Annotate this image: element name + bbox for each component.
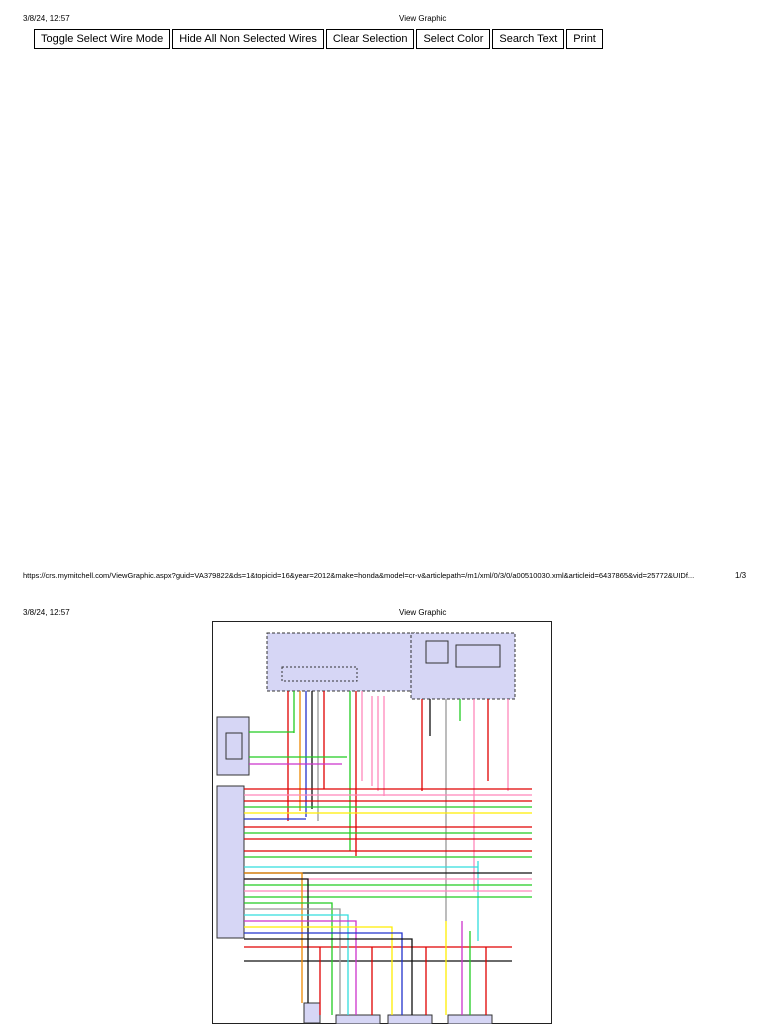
print-timestamp-page2: 3/8/24, 12:57 bbox=[23, 608, 70, 617]
wiring-diagram[interactable] bbox=[212, 621, 552, 1024]
switch-symbol bbox=[225, 732, 243, 760]
toggle-select-wire-mode-button[interactable]: Toggle Select Wire Mode bbox=[34, 29, 171, 49]
print-button[interactable]: Print bbox=[566, 29, 603, 49]
print-page-title: View Graphic bbox=[399, 14, 447, 23]
clear-selection-button[interactable]: Clear Selection bbox=[325, 29, 415, 49]
print-page-number: 1/3 bbox=[735, 571, 747, 580]
left-switch-box bbox=[216, 716, 250, 776]
bottom-module-3 bbox=[447, 1014, 493, 1024]
bottom-module-2 bbox=[387, 1014, 433, 1024]
select-color-button[interactable]: Select Color bbox=[416, 29, 491, 49]
fuse-block-inner bbox=[281, 666, 358, 682]
climate-control-unit bbox=[216, 785, 245, 939]
bottom-module-1 bbox=[335, 1014, 381, 1024]
search-text-button[interactable]: Search Text bbox=[492, 29, 565, 49]
hide-non-selected-wires-button[interactable]: Hide All Non Selected Wires bbox=[172, 29, 324, 49]
print-page-title-page2: View Graphic bbox=[399, 608, 447, 617]
print-timestamp: 3/8/24, 12:57 bbox=[23, 14, 70, 23]
relay-inner-box bbox=[425, 640, 449, 664]
fuse-relay-box bbox=[266, 632, 418, 692]
bottom-sensor-1 bbox=[303, 1002, 321, 1024]
diagram-toolbar: Toggle Select Wire Mode Hide All Non Sel… bbox=[34, 29, 605, 49]
relay-inner-box-2 bbox=[455, 644, 501, 668]
print-footer-url: https://crs.mymitchell.com/ViewGraphic.a… bbox=[23, 571, 695, 580]
